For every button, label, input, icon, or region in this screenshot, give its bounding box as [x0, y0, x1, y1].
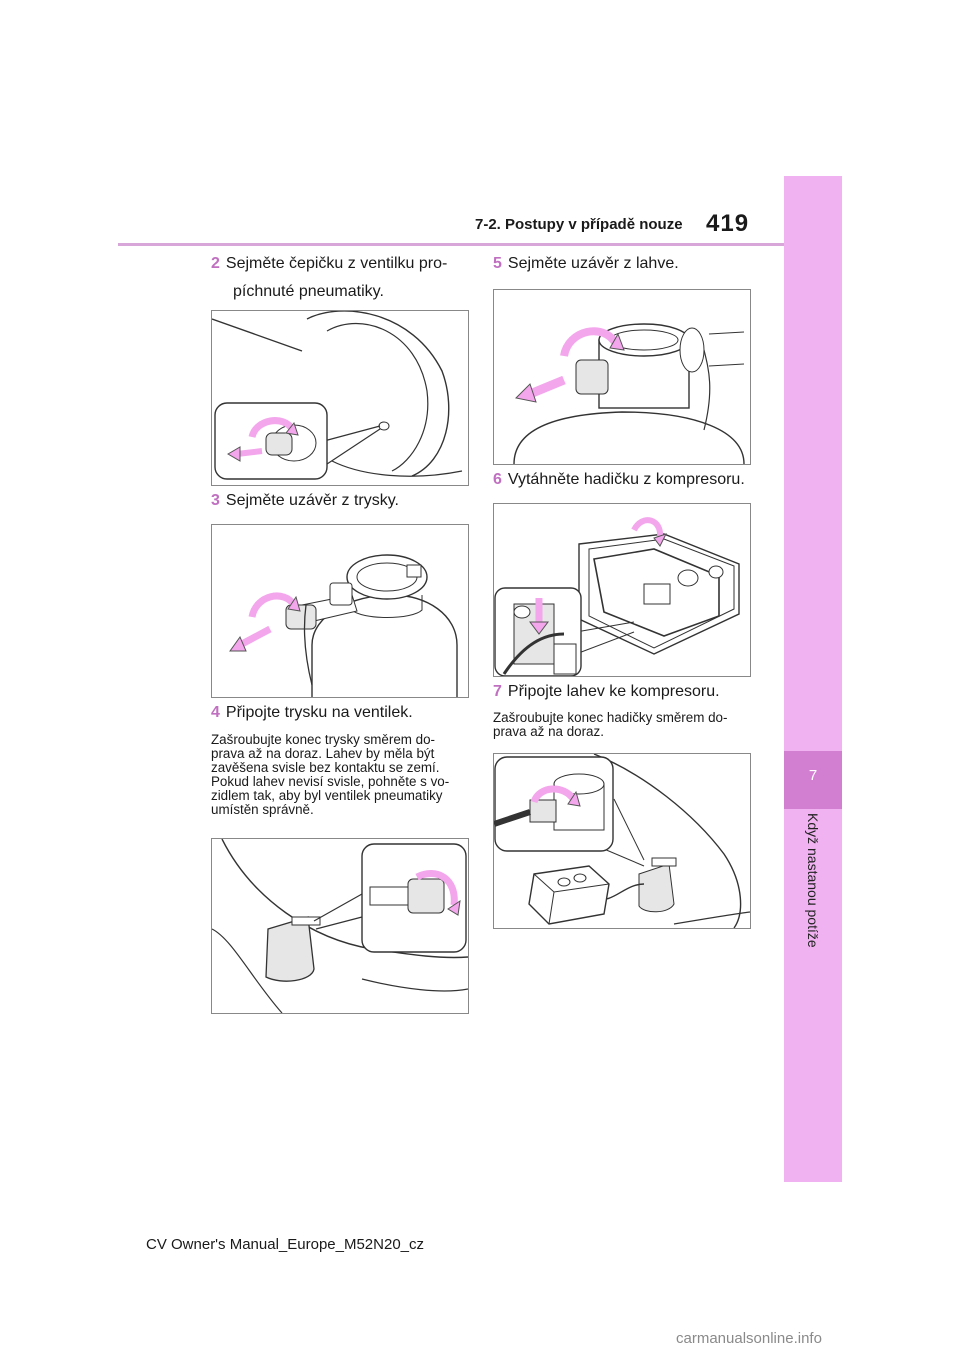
chapter-title-tab: Když nastanou potíže: [800, 813, 826, 978]
connect-bottle-illustration: [494, 754, 750, 928]
note-line: Zašroubujte konec hadičky směrem do-: [493, 710, 728, 725]
figure-connect-bottle: [493, 753, 751, 929]
step-text: Sejměte uzávěr z lahve.: [507, 255, 679, 272]
note-line: zidlem tak, aby byl ventilek pneumatiky: [211, 788, 443, 803]
compressor-hose-illustration: [494, 517, 740, 676]
step-7-note: Zašroubujte konec hadičky směrem do- pra…: [493, 711, 751, 739]
figure-attach-nozzle: [211, 838, 469, 1014]
note-line: Zašroubujte konec trysky směrem do-: [211, 732, 435, 747]
chapter-number: 7: [808, 767, 818, 784]
step-number: 2: [211, 255, 220, 272]
bottle-cap-illustration: [513, 323, 745, 464]
step-number: 5: [493, 255, 502, 272]
step-text-line1: Sejměte čepičku z ventilku pro-: [225, 255, 448, 272]
chapter-side-tab: [784, 176, 842, 1182]
valve-cap-illustration: [212, 311, 463, 480]
section-title: 7-2. Postupy v případě nouze: [475, 216, 683, 233]
figure-bottle-cap: [493, 289, 751, 465]
note-line: Pokud lahev nevisí svisle, pohněte s vo-: [211, 774, 450, 789]
step-number: 6: [493, 471, 502, 488]
step-number: 7: [493, 683, 502, 700]
step-7: 7 Připojte lahev ke kompresoru.: [493, 679, 720, 705]
step-4-note: Zašroubujte konec trysky směrem do- prav…: [211, 733, 469, 817]
step-text: Sejměte uzávěr z trysky.: [225, 492, 399, 509]
step-text-line2: píchnuté pneumatiky.: [233, 283, 384, 300]
step-number: 3: [211, 492, 220, 509]
step-text: Připojte lahev ke kompresoru.: [507, 683, 720, 700]
attach-nozzle-illustration: [212, 839, 468, 1013]
figure-compressor-hose: [493, 503, 751, 677]
note-line: zavěšena svisle bez kontaktu se zemí.: [211, 760, 440, 775]
step-5: 5 Sejměte uzávěr z lahve.: [493, 251, 679, 277]
note-line: prava až na doraz.: [493, 724, 604, 739]
nozzle-cap-illustration: [229, 554, 458, 697]
footer-manual-id: CV Owner's Manual_Europe_M52N20_cz: [146, 1236, 425, 1253]
step-6: 6 Vytáhněte hadičku z kompresoru.: [493, 467, 745, 493]
header-rule: [118, 243, 784, 246]
step-number: 4: [211, 704, 220, 721]
figure-valve-cap: [211, 310, 469, 486]
note-line: umístěn správně.: [211, 802, 314, 817]
chapter-title: Když nastanou potíže: [805, 813, 821, 948]
watermark: carmanualsonline.info: [676, 1330, 822, 1347]
step-text: Připojte trysku na ventilek.: [225, 704, 413, 721]
page-number: 419: [706, 210, 750, 237]
step-3: 3 Sejměte uzávěr z trysky.: [211, 488, 399, 514]
step-2: 2 Sejměte čepičku z ventilku pro- píchnut…: [211, 251, 447, 305]
step-4: 4 Připojte trysku na ventilek.: [211, 700, 413, 726]
chapter-number-tab: 7: [784, 751, 842, 809]
figure-nozzle-cap: [211, 524, 469, 698]
step-text: Vytáhněte hadičku z kompresoru.: [507, 471, 745, 488]
note-line: prava až na doraz. Lahev by měla být: [211, 746, 435, 761]
